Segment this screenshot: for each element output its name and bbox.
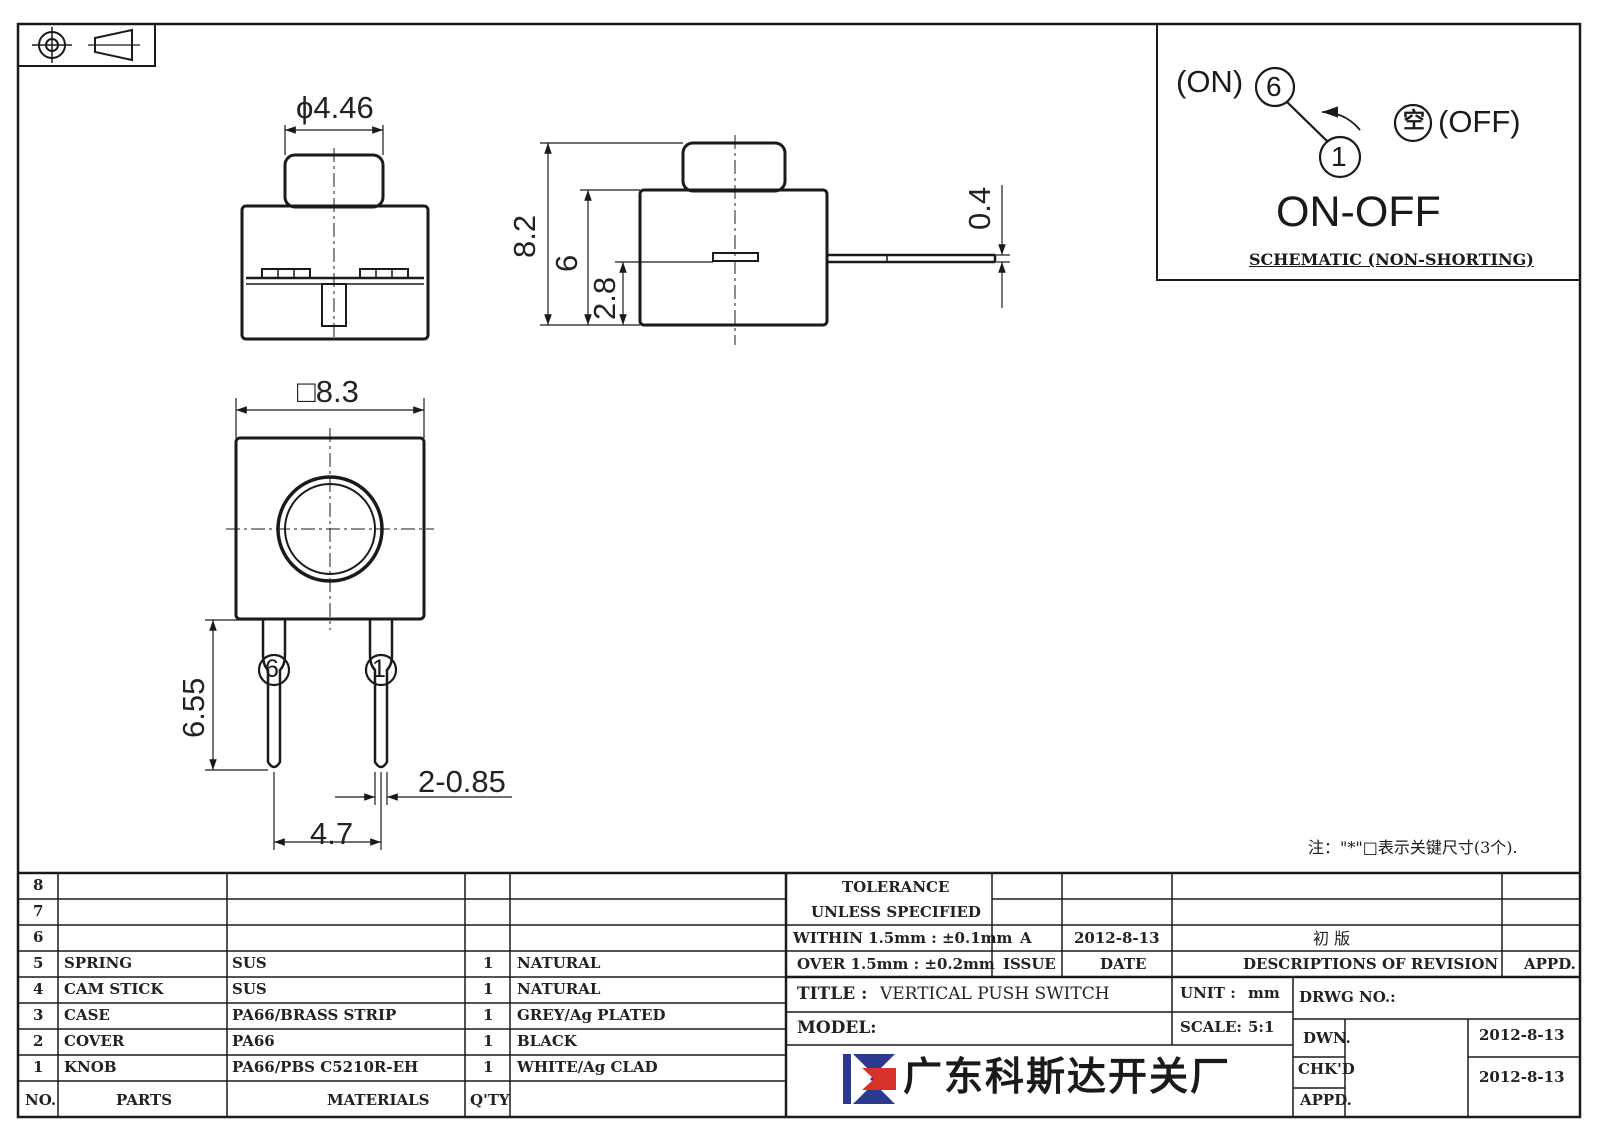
part-name: CAM STICK [64, 980, 164, 998]
part-material: PA66 [232, 1032, 275, 1050]
part-no: 4 [33, 980, 44, 998]
dim-terminal-thickness: 0.4 [962, 186, 997, 230]
third-angle-projection-icon [17, 23, 156, 67]
part-no: 3 [33, 1006, 44, 1024]
revision-date: 2012-8-13 [1074, 929, 1160, 947]
dim-height-total: 8.2 [507, 214, 542, 258]
header-materials: MATERIALS [327, 1091, 430, 1109]
part-finish: WHITE/Ag CLAD [517, 1058, 658, 1076]
part-qty: 1 [483, 1058, 494, 1076]
row-number-6: 6 [33, 928, 44, 946]
dim-knob-diameter: ϕ4.46 [296, 90, 374, 125]
header-issue: ISSUE [1003, 955, 1056, 973]
part-qty: 1 [483, 1032, 494, 1050]
schematic-symbol [1254, 66, 1433, 179]
header-descriptions: DESCRIPTIONS OF REVISION [1243, 955, 1499, 973]
part-no: 2 [33, 1032, 44, 1050]
part-no: 1 [33, 1058, 44, 1076]
schematic-on-pin: 6 [1266, 71, 1282, 102]
unit-label: UNIT : [1180, 984, 1236, 1002]
part-name: KNOB [64, 1058, 117, 1076]
tolerance-within: WITHIN 1.5mm : ±0.1mm [793, 929, 1013, 947]
scale-value: 5:1 [1248, 1018, 1275, 1036]
header-parts: PARTS [116, 1091, 173, 1109]
part-material: PA66/BRASS STRIP [232, 1006, 397, 1024]
part-name: COVER [64, 1032, 125, 1050]
revision-description: 初 版 [1313, 929, 1351, 948]
dim-height-case: 6 [549, 254, 584, 272]
title-label: TITLE : [797, 984, 868, 1004]
company-name: 广东科斯达开关厂 [903, 1055, 1232, 1100]
row-number-7: 7 [33, 902, 44, 920]
company-logo [843, 1054, 896, 1104]
drwg-no-label: DRWG NO.: [1299, 988, 1396, 1006]
dim-height-terminal: 2.8 [587, 276, 622, 320]
tolerance-over: OVER 1.5mm : ±0.2mm [797, 955, 995, 973]
part-finish: GREY/Ag PLATED [517, 1006, 666, 1024]
approved-label: APPD. [1300, 1091, 1352, 1109]
tolerance-heading: TOLERANCE [842, 878, 950, 896]
drawn-label: DWN. [1303, 1029, 1351, 1047]
part-material: SUS [232, 980, 267, 998]
row-number-8: 8 [33, 876, 44, 894]
model-label: MODEL: [797, 1018, 877, 1038]
part-qty: 1 [483, 954, 494, 972]
table-grid [18, 871, 1580, 1117]
schematic-title: ON-OFF [1276, 188, 1441, 236]
drawing-note: 注："*"□表示关键尺寸(3个). [1308, 838, 1518, 857]
side-view [540, 135, 1010, 345]
dim-pin-length: 6.55 [176, 677, 211, 738]
title-value: VERTICAL PUSH SWITCH [880, 984, 1110, 1004]
dim-pin-width: 2-0.85 [418, 764, 506, 799]
part-finish: BLACK [517, 1032, 577, 1050]
tolerance-unless: UNLESS SPECIFIED [811, 903, 981, 921]
scale-label: SCALE: [1180, 1018, 1242, 1036]
part-material: PA66/PBS C5210R-EH [232, 1058, 419, 1076]
schematic-common-pin: 1 [1331, 141, 1347, 172]
unit-value: mm [1248, 984, 1280, 1002]
schematic-empty-pin: 空 [1403, 109, 1426, 134]
part-finish: NATURAL [517, 980, 601, 998]
revision-issue: A [1020, 929, 1032, 947]
schematic-on-label: (ON) [1176, 64, 1244, 99]
schematic-caption: SCHEMATIC (NON-SHORTING) [1249, 250, 1534, 269]
part-name: CASE [64, 1006, 110, 1024]
pin-label-left: 6 [265, 655, 279, 683]
dim-pin-pitch: 4.7 [310, 816, 354, 851]
part-finish: NATURAL [517, 954, 601, 972]
header-no: NO. [25, 1091, 57, 1109]
schematic-off-label: (OFF) [1438, 104, 1521, 139]
part-material: SUS [232, 954, 267, 972]
top-view [205, 398, 512, 850]
checked-label: CHK'D [1298, 1060, 1355, 1078]
part-name: SPRING [64, 954, 133, 972]
part-no: 5 [33, 954, 44, 972]
pin-label-right: 1 [372, 655, 386, 683]
header-date: DATE [1100, 955, 1147, 973]
checked-date: 2012-8-13 [1479, 1068, 1565, 1086]
part-qty: 1 [483, 1006, 494, 1024]
part-qty: 1 [483, 980, 494, 998]
drawn-date: 2012-8-13 [1479, 1026, 1565, 1044]
dim-case-square: □8.3 [297, 374, 359, 409]
header-qty: Q'TY [470, 1091, 510, 1109]
header-approved: APPD. [1524, 955, 1576, 973]
front-view [240, 125, 430, 341]
